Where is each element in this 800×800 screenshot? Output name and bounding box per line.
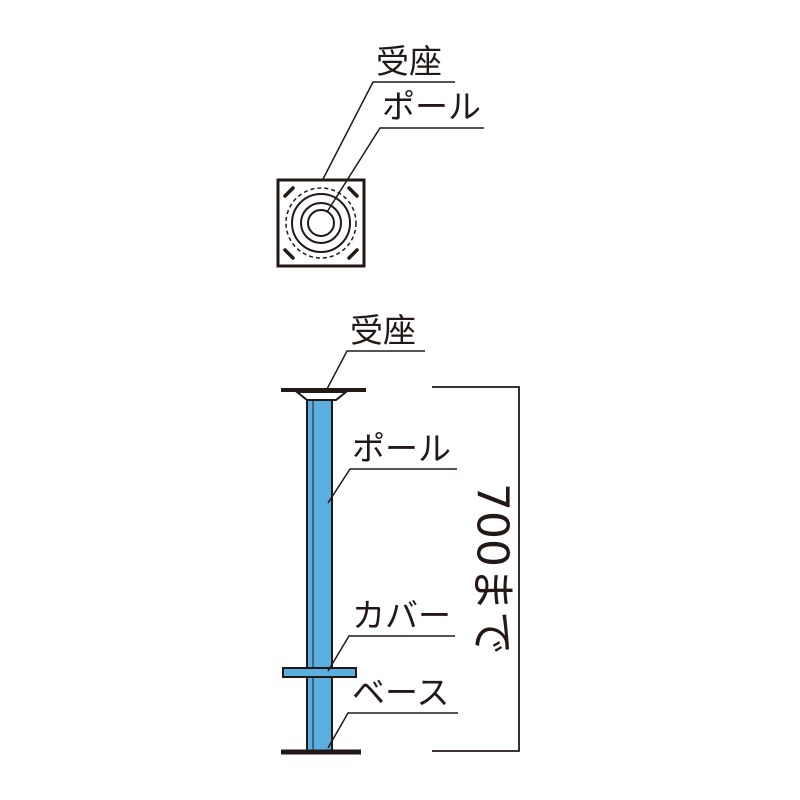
top-base-plate	[276, 178, 366, 268]
top-corner-slots	[283, 186, 359, 260]
side-cover	[282, 667, 357, 678]
top-ring-inner	[307, 209, 335, 237]
top-leader-base	[321, 81, 455, 182]
top-dashed-circle	[285, 187, 357, 259]
top-label-base: 受座	[376, 42, 442, 81]
side-label-cover: カバー	[352, 596, 451, 635]
dimension-bracket	[432, 386, 520, 752]
side-label-pole: ポール	[352, 429, 451, 468]
top-ring-outer	[291, 193, 351, 253]
dimension-label: 700まで	[467, 483, 518, 655]
side-view: 受座 ポール カバー ベース 700まで	[281, 311, 520, 755]
side-leader-pole	[327, 468, 457, 504]
side-pole	[306, 399, 333, 752]
side-label-base: 受座	[350, 311, 416, 350]
side-leader-base	[326, 350, 425, 390]
side-label-foot: ベース	[352, 673, 449, 712]
side-leader-foot	[327, 712, 458, 749]
side-leader-cover	[327, 635, 455, 672]
top-label-pole: ポール	[382, 87, 481, 126]
top-leader-pole	[326, 127, 484, 213]
top-ring-mid	[300, 202, 342, 244]
top-view: 受座 ポール	[276, 42, 484, 268]
side-base-collar	[294, 391, 349, 401]
